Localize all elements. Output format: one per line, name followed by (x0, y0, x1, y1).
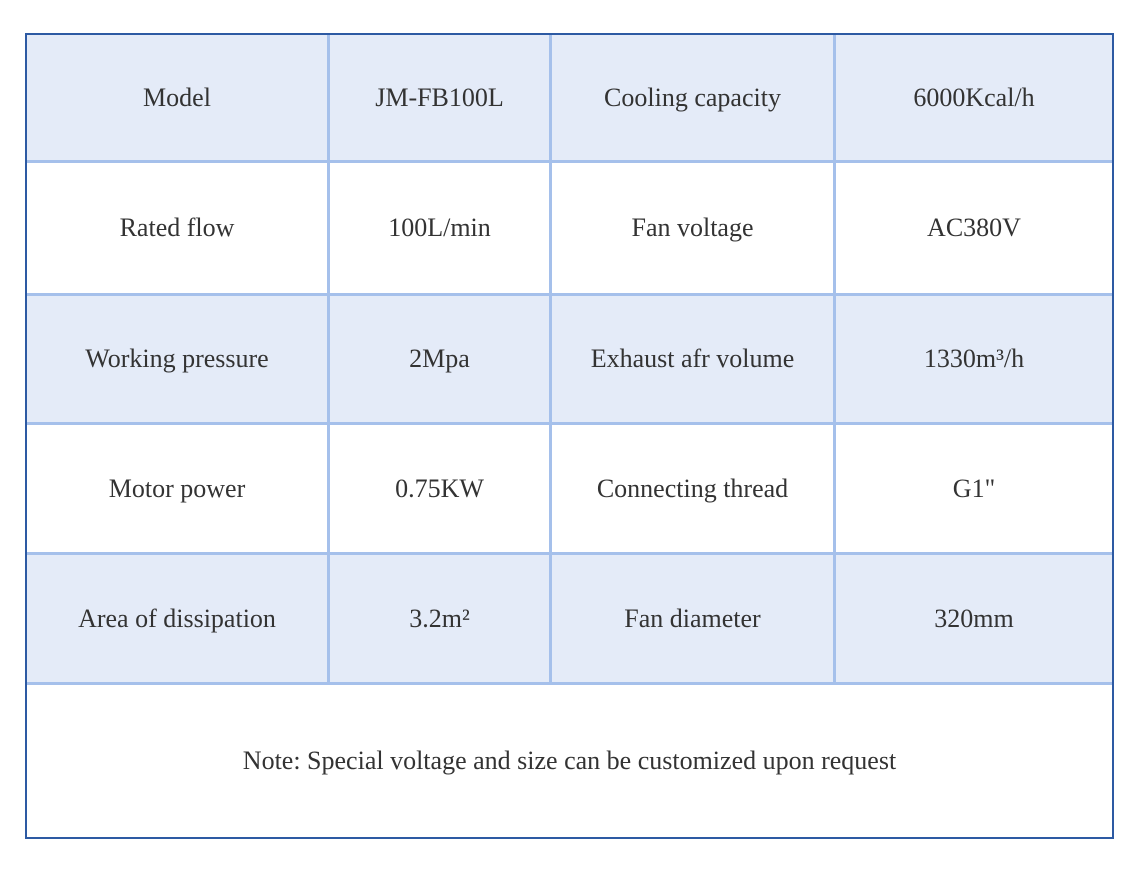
table-cell: G1" (952, 473, 996, 503)
table-cell: 6000Kcal/h (913, 82, 1035, 112)
table-cell: 2Mpa (330, 296, 552, 422)
table-row: Area of dissipation 3.2m² Fan diameter 3… (27, 555, 1112, 685)
table-cell: Working pressure (27, 296, 330, 422)
table-note: Note: Special voltage and size can be cu… (27, 685, 1112, 837)
table-cell: Exhaust afr volume (552, 296, 836, 422)
table-cell: Connecting thread (552, 425, 836, 552)
table-cell: JM-FB100L (330, 35, 552, 160)
table-cell: 320mm (934, 603, 1014, 633)
table-cell: Area of dissipation (27, 555, 330, 682)
table-row: Motor power 0.75KW Connecting thread G1" (27, 425, 1112, 555)
table-cell: 3.2m² (330, 555, 552, 682)
table-cell: Fan voltage (552, 163, 836, 293)
table-cell: Motor power (27, 425, 330, 552)
table-row: Rated flow 100L/min Fan voltage AC380V (27, 163, 1112, 296)
table-cell: Fan diameter (552, 555, 836, 682)
table-cell: AC380V (927, 213, 1021, 242)
table-cell: 100L/min (330, 163, 552, 293)
table-cell: 1330m³/h (923, 344, 1025, 373)
table-cell: 0.75KW (330, 425, 552, 552)
table-cell: Model (27, 35, 330, 160)
spec-table: Model JM-FB100L Cooling capacity 6000Kca… (25, 33, 1114, 839)
table-cell: Cooling capacity (552, 35, 836, 160)
table-cell: Rated flow (27, 163, 330, 293)
table-row: Working pressure 2Mpa Exhaust afr volume… (27, 296, 1112, 425)
table-row: Model JM-FB100L Cooling capacity 6000Kca… (27, 35, 1112, 163)
